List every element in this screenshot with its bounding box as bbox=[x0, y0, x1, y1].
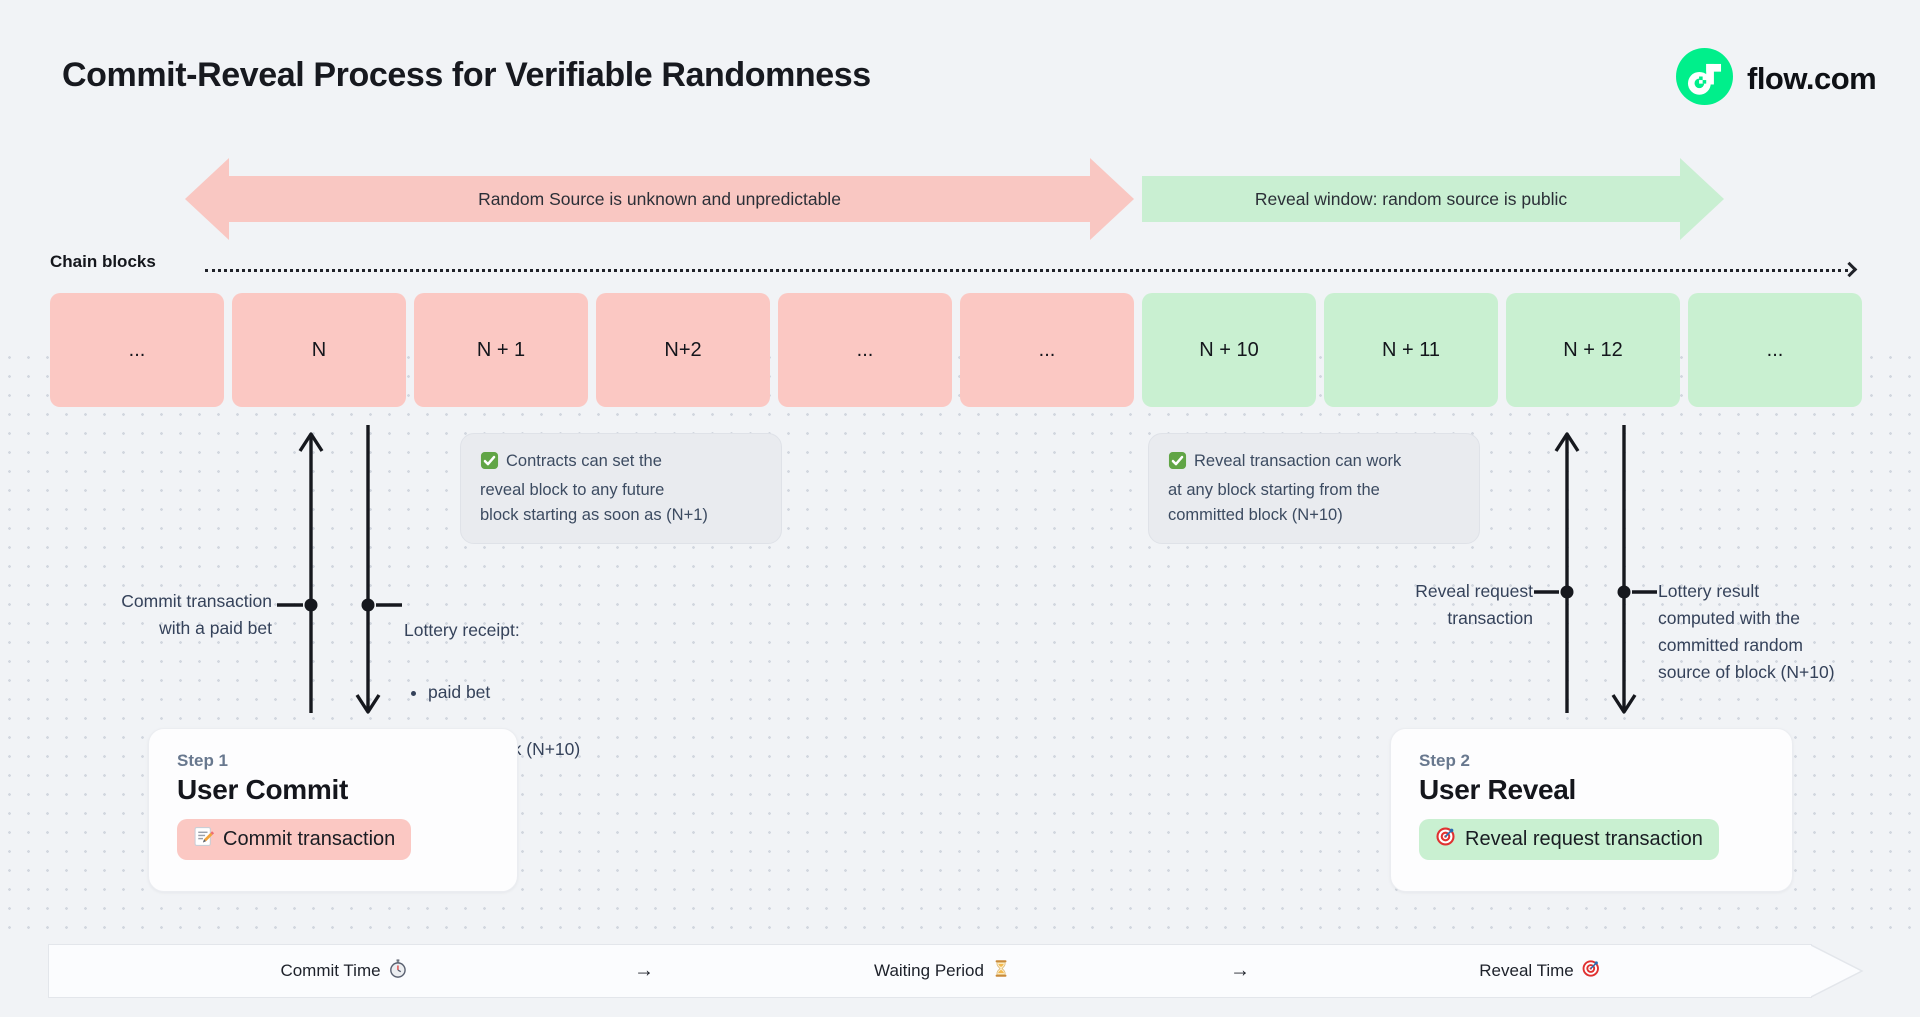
chain-line-arrowhead-icon bbox=[1841, 261, 1858, 278]
stopwatch-icon bbox=[389, 959, 408, 983]
chain-blocks-label: Chain blocks bbox=[50, 252, 156, 271]
commit-note-text: Contracts can set the reveal block to an… bbox=[480, 452, 708, 525]
chain-block: N + 1 bbox=[414, 293, 588, 407]
commit-transaction-button[interactable]: Commit transaction bbox=[177, 819, 412, 860]
target-icon bbox=[1582, 959, 1601, 983]
reveal-phase-label: Reveal window: random source is public bbox=[1142, 176, 1680, 222]
timeline-bar: Commit Time → Waiting Period → Reveal Ti… bbox=[48, 944, 1812, 998]
step-kicker: Step 1 bbox=[177, 751, 229, 770]
chain-block: N + 12 bbox=[1506, 293, 1680, 407]
flow-logo-icon bbox=[1676, 48, 1733, 110]
arrow-left-head bbox=[185, 158, 229, 240]
check-icon bbox=[480, 451, 499, 478]
block-label: N + 1 bbox=[476, 338, 526, 361]
chain-block: ... bbox=[778, 293, 952, 407]
block-label: ... bbox=[856, 338, 874, 361]
block-label: ... bbox=[1766, 338, 1784, 361]
chain-block: N bbox=[232, 293, 406, 407]
step-1-card: Step 1 User Commit Commit transaction bbox=[148, 728, 518, 892]
commit-phase-label: Random Source is unknown and unpredictab… bbox=[229, 176, 1090, 222]
block-label: N+2 bbox=[664, 338, 702, 361]
chain-dotted-line bbox=[205, 269, 1848, 272]
block-label: N + 11 bbox=[1382, 338, 1440, 361]
block-label: N + 10 bbox=[1199, 338, 1259, 361]
chain-block: ... bbox=[1688, 293, 1862, 407]
step-kicker: Step 2 bbox=[1419, 751, 1471, 770]
chain-block: N+2 bbox=[596, 293, 770, 407]
commit-note: Contracts can set the reveal block to an… bbox=[460, 433, 782, 545]
reveal-request-button[interactable]: Reveal request transaction bbox=[1419, 819, 1719, 860]
check-icon bbox=[1168, 451, 1187, 478]
timeline-arrowhead-icon bbox=[1811, 944, 1864, 998]
reveal-note-text: Reveal transaction can work at any block… bbox=[1168, 452, 1402, 525]
step-title: User Commit bbox=[177, 774, 348, 805]
reveal-request-label: Reveal request transaction bbox=[1415, 581, 1533, 629]
arrow-right-head bbox=[1680, 158, 1724, 240]
commit-button-label: Commit transaction bbox=[223, 828, 396, 850]
timeline-reveal-time: Reveal Time bbox=[1479, 959, 1600, 983]
chain-block: ... bbox=[960, 293, 1134, 407]
receipt-title: Lottery receipt: bbox=[404, 620, 520, 641]
commit-transaction-label: Commit transaction with a paid bet bbox=[121, 591, 272, 639]
block-label: N + 12 bbox=[1563, 338, 1623, 361]
chain-blocks-row: ... N N + 1 N+2 ... ... N + 10 N + 11 N … bbox=[50, 293, 1862, 407]
arrow-right-head bbox=[1090, 158, 1134, 240]
block-label: ... bbox=[128, 338, 146, 361]
block-label: ... bbox=[1038, 338, 1056, 361]
step-2-card: Step 2 User Reveal Reveal request transa… bbox=[1390, 728, 1793, 892]
page-title: Commit-Reveal Process for Verifiable Ran… bbox=[62, 56, 871, 94]
timeline-arrow: → bbox=[634, 959, 654, 982]
chain-block: N + 11 bbox=[1324, 293, 1498, 407]
timeline-arrow: → bbox=[1230, 959, 1250, 982]
receipt-item: paid bet bbox=[428, 679, 580, 706]
timeline-commit-time: Commit Time bbox=[280, 959, 407, 983]
brand-label: flow.com bbox=[1747, 61, 1877, 96]
target-icon bbox=[1435, 826, 1456, 853]
chain-block: ... bbox=[50, 293, 224, 407]
timeline-waiting-period: Waiting Period bbox=[874, 959, 1010, 983]
reveal-time-label: Reveal Time bbox=[1479, 961, 1574, 980]
lottery-result-label: Lottery result computed with the committ… bbox=[1658, 581, 1835, 683]
reveal-button-label: Reveal request transaction bbox=[1465, 828, 1703, 850]
commit-phase-arrow: Random Source is unknown and unpredictab… bbox=[185, 158, 1134, 240]
chain-block: N + 10 bbox=[1142, 293, 1316, 407]
block-label: N bbox=[311, 338, 327, 361]
flow-brand-link[interactable]: flow.com bbox=[1676, 48, 1877, 110]
reveal-phase-arrow: Reveal window: random source is public bbox=[1142, 158, 1724, 240]
step-title: User Reveal bbox=[1419, 774, 1577, 805]
commit-time-label: Commit Time bbox=[280, 961, 381, 980]
reveal-note: Reveal transaction can work at any block… bbox=[1148, 433, 1480, 545]
memo-icon bbox=[193, 826, 215, 853]
waiting-period-label: Waiting Period bbox=[874, 961, 984, 980]
hourglass-icon bbox=[992, 959, 1010, 983]
